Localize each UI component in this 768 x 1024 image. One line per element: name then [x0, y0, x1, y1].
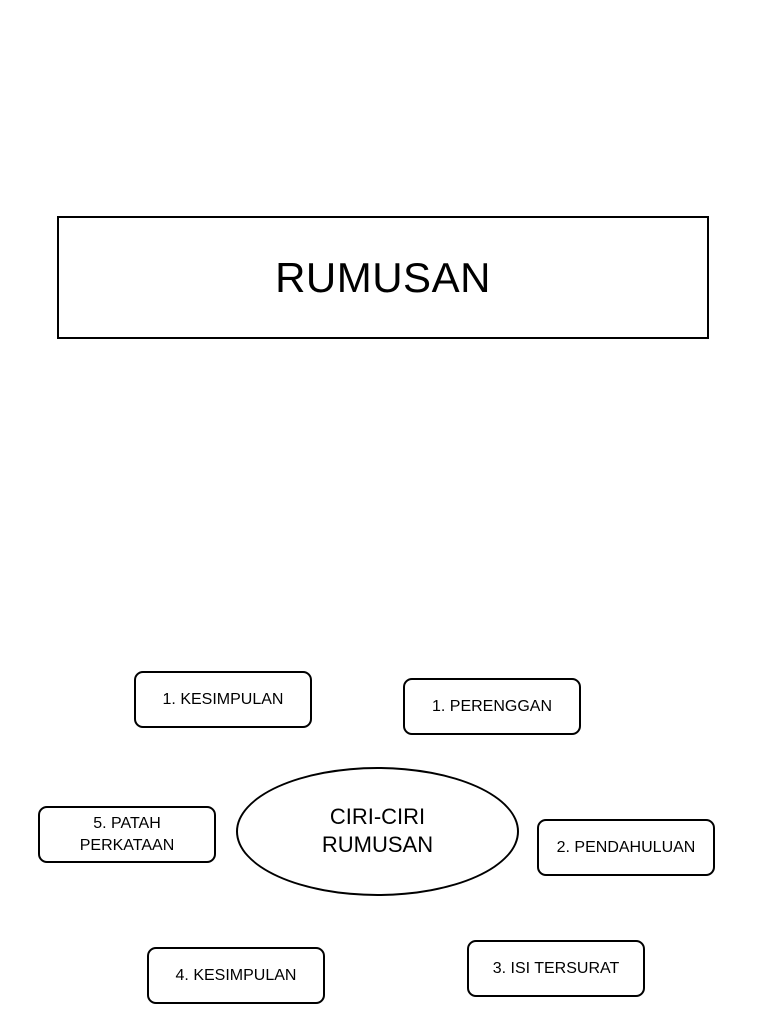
node-pendahuluan-label: 2. PENDAHULUAN	[556, 838, 696, 856]
page-title: RUMUSAN	[275, 253, 491, 301]
center-label-line1: CIRI-CIRI	[329, 803, 426, 829]
title-box: RUMUSAN	[57, 216, 709, 339]
node-isi-tersurat: 3. ISI TERSURAT	[467, 940, 645, 997]
node-kesimpulan-4-label: 4. KESIMPULAN	[175, 966, 297, 984]
node-patah-perkataan-line2: PERKATAAN	[79, 836, 175, 854]
node-patah-perkataan-line1: 5. PATAH	[93, 814, 161, 832]
center-ellipse: CIRI-CIRI RUMUSAN	[236, 767, 519, 896]
center-label-line2: RUMUSAN	[321, 831, 434, 857]
node-isi-tersurat-label: 3. ISI TERSURAT	[492, 959, 620, 977]
node-kesimpulan-1: 1. KESIMPULAN	[134, 671, 312, 728]
node-patah-perkataan: 5. PATAH PERKATAAN	[38, 806, 216, 863]
node-perenggan: 1. PERENGGAN	[403, 678, 581, 735]
node-pendahuluan: 2. PENDAHULUAN	[537, 819, 715, 876]
node-perenggan-label: 1. PERENGGAN	[431, 697, 553, 715]
node-kesimpulan-4: 4. KESIMPULAN	[147, 947, 325, 1004]
node-kesimpulan-1-label: 1. KESIMPULAN	[162, 690, 284, 708]
